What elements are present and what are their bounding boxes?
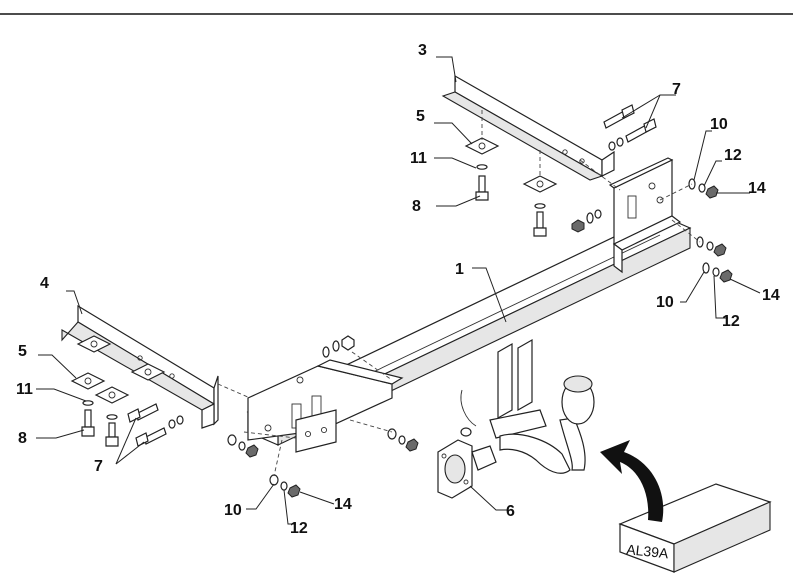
crossbar-1 [246,157,692,453]
bracket-4 [61,304,219,429]
callout-10-right: 10 [656,294,674,311]
hardware-mid-upper [322,209,602,358]
callout-6: 6 [506,503,515,520]
callout-10-bottom: 10 [224,502,242,519]
callout-11-left: 11 [16,381,33,398]
leader-lines [36,56,761,525]
callout-12-bottom: 12 [290,520,308,537]
callout-5-top: 5 [416,108,425,125]
callout-14-top: 14 [748,180,766,197]
callout-7-top: 7 [672,81,681,98]
hardware-lower [227,428,419,498]
callout-3: 3 [418,42,427,59]
box-label: AL39A [626,541,670,561]
callout-7-left: 7 [94,458,103,475]
callout-12-top: 12 [724,147,742,164]
plate-5-left [70,372,130,404]
bolts-7-left [127,403,184,447]
product-box: AL39A [618,483,772,573]
callout-4: 4 [40,275,49,292]
bolts-7-top [603,104,657,151]
callout-1: 1 [455,261,464,278]
callout-10-top: 10 [710,116,728,133]
plate-5-top [464,137,558,193]
callouts: 1 3 4 5 5 6 7 7 8 8 10 10 10 11 11 12 12… [16,42,780,537]
callout-8-top: 8 [412,198,421,215]
callout-8-left: 8 [18,430,27,447]
callout-11-top: 11 [410,150,427,167]
bolt-8-top [475,164,547,237]
hardware-upper-right [688,178,733,283]
callout-14-bottom: 14 [334,496,352,513]
hitch-6 [437,338,595,499]
bracket-3 [441,74,615,181]
callout-5-left: 5 [18,343,27,360]
curved-arrow-icon [600,440,664,522]
bolt-8-left [81,400,119,447]
callout-14-right: 14 [762,287,780,304]
callout-12-right: 12 [722,313,740,330]
